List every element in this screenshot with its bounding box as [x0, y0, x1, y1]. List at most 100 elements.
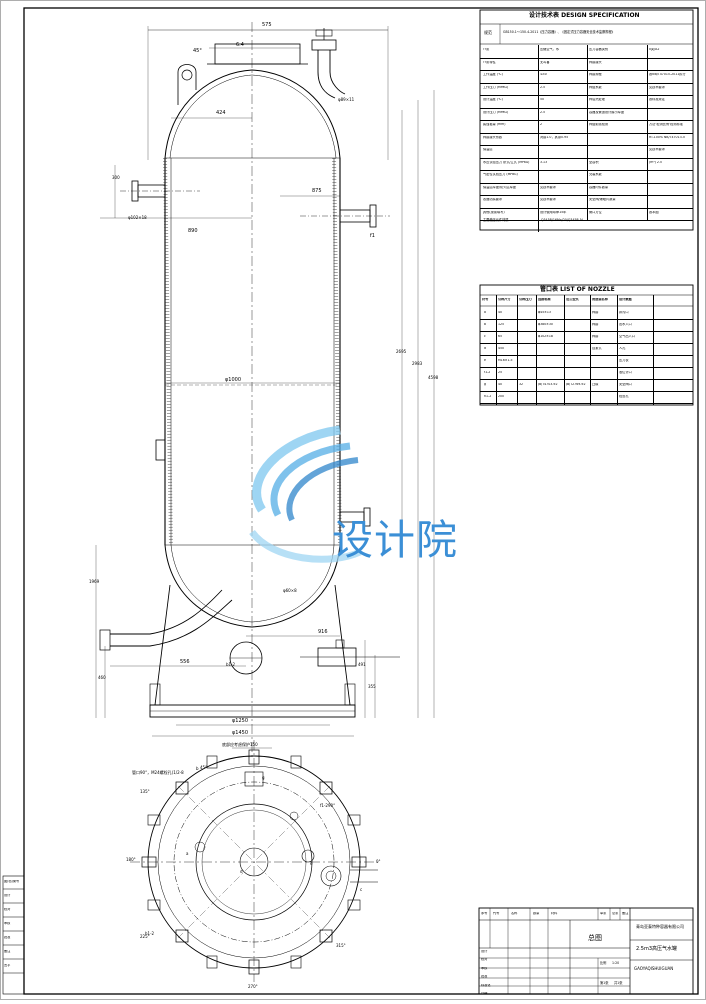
- spec-label-1: 腐蚀裕量 (mm): [483, 123, 506, 126]
- spec-label-2: 全容积: [589, 160, 599, 164]
- spec-value-1: 对接1.0，其余0.95: [540, 135, 569, 139]
- spec-label-1: 焊接接头系数: [483, 135, 503, 139]
- nozzle-cell-type: 自紧式: [592, 347, 602, 350]
- spec-label-1: 设计温度 (℃): [483, 98, 503, 101]
- nozzle-cell-use: 压力表: [619, 359, 629, 362]
- design-spec-standards-value: GB150.1～150.4-2011《压力容器》、《固定式压力容器安全技术监察规…: [503, 30, 615, 34]
- spec-label-1: 其他(按需填写): [483, 210, 505, 214]
- nozzle-header-cell: 用途或名称: [592, 298, 608, 301]
- dim-890: 890: [188, 228, 198, 234]
- nozzle-header-cell: 设计数据: [619, 298, 632, 301]
- title-header-cell: 数量: [533, 912, 540, 915]
- spec-value-1: 见技术要求: [540, 198, 556, 201]
- plan-angle-135: 135°: [140, 789, 150, 794]
- table-rule: [480, 107, 693, 109]
- spec-label-2: 容器内件数量: [589, 185, 609, 189]
- nozzle-cell-dn: 125: [498, 323, 505, 326]
- side-cell: 审核: [4, 922, 11, 925]
- table-rule: [536, 295, 537, 405]
- side-cell: 图(档)案号: [4, 880, 20, 883]
- side-cell: 校对: [4, 908, 11, 911]
- title-block-total: 共1张: [614, 981, 623, 985]
- nozzle-table-title: 管口表 LIST OF NOZZLE: [540, 286, 615, 293]
- plan-angle-270: 270°: [248, 984, 258, 989]
- table-rule: [480, 145, 693, 146]
- nozzle-cell-sym: d: [484, 347, 487, 350]
- plan-angle-90: 90°: [328, 803, 336, 808]
- watermark-logo: [249, 425, 362, 563]
- table-rule: [480, 331, 693, 332]
- spec-value-1: 见技术要求: [540, 185, 556, 189]
- nozzle-cell-std: φ45×13: [538, 311, 551, 314]
- spec-value-1: 2.5: [540, 110, 546, 114]
- nozzle-cell-use: 人孔: [619, 347, 626, 350]
- table-rule: [496, 295, 497, 405]
- plan-note-bolts: 管口90°，M24螺栓孔(1/2-8: [132, 770, 184, 775]
- nozzle-header-cell: 符号: [482, 298, 489, 301]
- title-header-cell: 名称: [511, 912, 518, 915]
- dim-diameter: φ1000: [225, 377, 242, 383]
- nozzle-header-cell: 法兰型式: [566, 298, 579, 301]
- spec-value-2: (m³) 2.5: [649, 160, 662, 164]
- nozzle-cell-sym: c: [484, 335, 486, 338]
- title-header-cell: 单重: [600, 912, 607, 915]
- spec-value-1: 2.5: [540, 85, 546, 89]
- plan-label-h: h1-2: [145, 931, 155, 936]
- plan-label-e: e: [310, 861, 313, 866]
- title-header-cell: 备注: [622, 912, 629, 915]
- dim-1969: 1969: [89, 579, 100, 584]
- dim-875: 875: [312, 188, 322, 194]
- table-rule: [480, 207, 693, 209]
- nozzle-cell-pn: 32: [519, 383, 524, 386]
- dim-460: 460: [98, 675, 106, 680]
- nozzle-cell-type: 焊接: [592, 311, 599, 314]
- inner-border: [23, 7, 699, 995]
- nozzle-cell-type: 凸缘: [592, 383, 599, 386]
- table-rule: [564, 295, 565, 405]
- plan-angle-45: 45°: [200, 765, 208, 770]
- spec-label-1: 介质特性: [483, 60, 496, 64]
- plan-label-a: a: [186, 851, 189, 856]
- title-block-drawing-name: 总图: [588, 934, 602, 942]
- nozzle-cell-dn: 450: [498, 347, 505, 350]
- side-cell: 批准: [4, 936, 11, 939]
- spec-label-2: 焊接规程: [589, 73, 602, 76]
- title-sign-cell: 设计: [481, 950, 488, 953]
- spec-label-2: 焊接接头: [589, 60, 602, 64]
- title-block-scale-label: 比例: [600, 961, 607, 965]
- plan-label-f: f1-2: [320, 803, 328, 808]
- spec-value-2: 按标准规定: [649, 98, 665, 101]
- table-rule: [480, 403, 693, 404]
- title-block-drawing-no: GAOYAQISHUIGUAN: [634, 966, 674, 971]
- spec-value-1: 压缩空气、水: [540, 48, 560, 51]
- nozzle-cell-std: φ380×30: [538, 323, 553, 326]
- plan-label-b: b: [196, 766, 199, 771]
- top-pipe: [317, 50, 336, 99]
- dim-491: 491: [358, 662, 366, 667]
- table-rule: [480, 319, 693, 320]
- spec-value-1: 设计使用寿命15年: [540, 210, 567, 214]
- bottom-pipe: [110, 599, 233, 647]
- title-sign-cell: 审核: [481, 966, 488, 970]
- spec-value-1: 无毒害: [540, 60, 550, 64]
- plan-angle-0: 0°: [376, 859, 381, 864]
- nozzle-cell-use: 检查孔: [619, 395, 629, 398]
- plan-angle-180: 180°: [126, 857, 136, 862]
- spec-label-2: 安全阀/爆破片数量: [589, 198, 616, 201]
- nozzle-cell-sym: g: [484, 383, 487, 386]
- table-rule: [653, 295, 654, 405]
- table-rule: [480, 95, 693, 96]
- side-cell: 备注: [4, 950, 11, 953]
- side-cell: 签字: [4, 964, 11, 967]
- dim-1450: φ1450: [232, 730, 249, 736]
- nozzle-cell-std: JB/T4703-92: [538, 383, 558, 386]
- side-cell: 设计: [4, 894, 11, 897]
- title-header-cell: 材料: [551, 912, 558, 915]
- title-block-company: 青岛亚泰特种容器有限公司: [636, 924, 684, 929]
- dim-2695: 2695: [396, 349, 407, 354]
- dim-nozzle-angle: 45°: [193, 48, 202, 54]
- table-rule: [480, 182, 693, 184]
